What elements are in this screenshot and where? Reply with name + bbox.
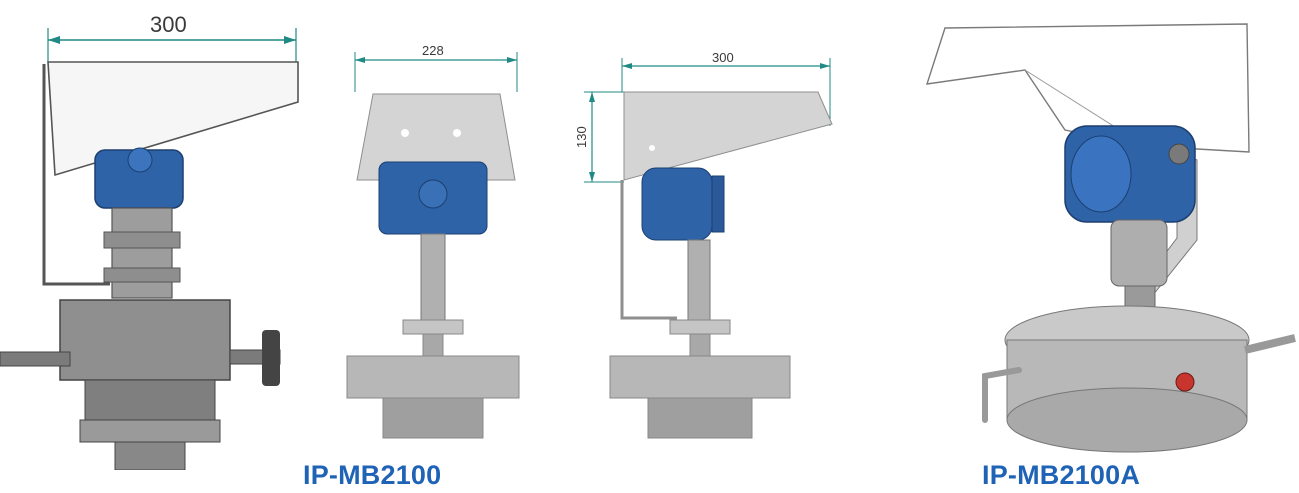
front-view-drawing: 228 <box>346 43 520 439</box>
sun-shield <box>356 93 516 181</box>
sensor-neck <box>420 233 446 321</box>
sun-shield <box>47 61 299 177</box>
valve-handle <box>262 330 280 386</box>
dimension-label-300-side: 300 <box>712 50 734 65</box>
sensor-neck <box>111 207 173 299</box>
left-view-drawing: 300 <box>0 12 299 470</box>
transmitter-housing <box>641 167 713 241</box>
caption-ip-mb2100: IP-MB2100 <box>303 460 442 490</box>
valve-manifold <box>59 299 231 381</box>
flange <box>346 355 520 399</box>
dimension-label-300: 300 <box>150 12 187 37</box>
dimension-label-130: 130 <box>574 126 589 148</box>
red-indicator <box>1175 372 1195 392</box>
mounting-bracket <box>620 180 677 320</box>
sensor-neck <box>687 239 711 321</box>
figure-side-view: 300 130 <box>562 0 850 470</box>
side-view-drawing: 300 130 <box>574 50 833 439</box>
sun-shield <box>623 91 833 181</box>
sensor-neck <box>1110 219 1168 287</box>
dimension-line-130 <box>584 91 624 183</box>
dimension-line-300-side <box>621 58 831 126</box>
flange <box>79 419 221 443</box>
mounting-bracket <box>42 64 110 286</box>
caption-ip-mb2100a: IP-MB2100A <box>982 460 1141 490</box>
figure-front-view: 228 <box>335 0 540 470</box>
iso-view-drawing <box>925 23 1296 453</box>
figure-left-view: 300 <box>0 0 310 470</box>
figure-iso-view <box>915 0 1299 470</box>
dimension-label-228: 228 <box>422 43 444 58</box>
dimension-line-228 <box>354 52 518 92</box>
flange <box>609 355 791 399</box>
